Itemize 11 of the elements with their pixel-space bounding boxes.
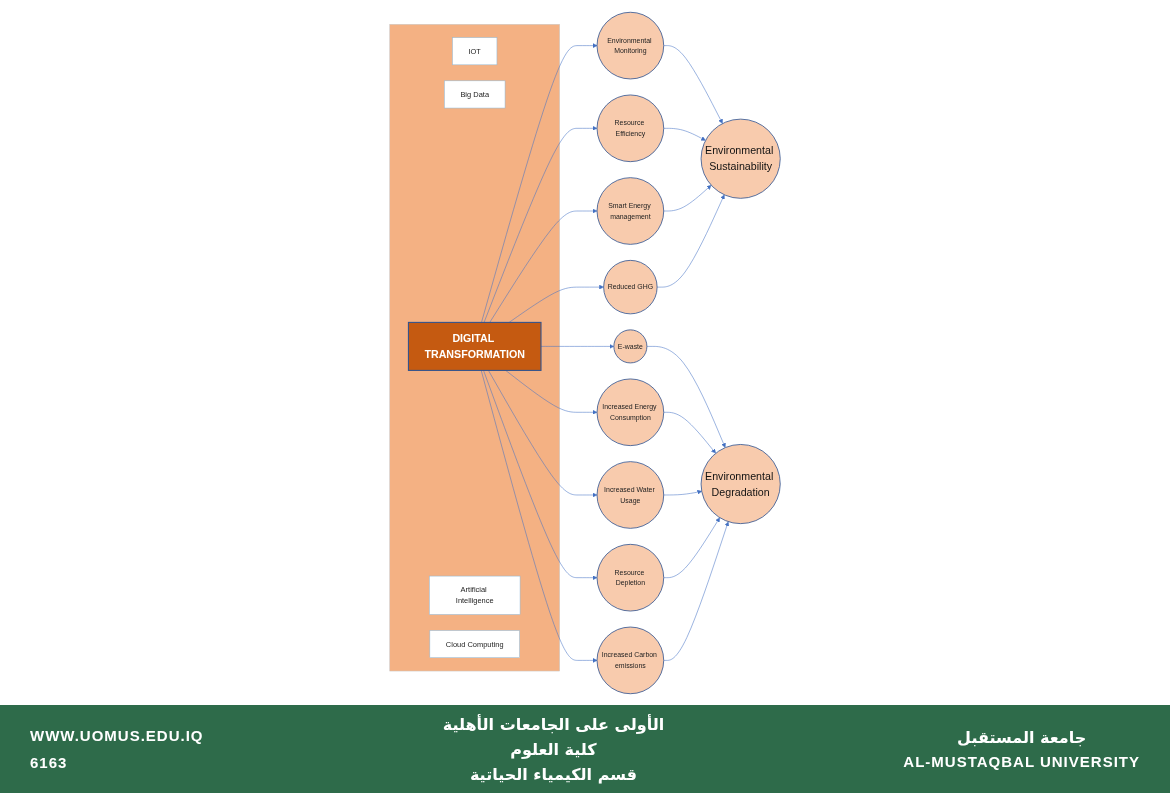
website-address: WWW.UOMUS.EDU.IQ bbox=[30, 727, 204, 744]
node-box: DIGITAL TRANSFORMATION bbox=[407, 321, 542, 371]
node-circle: Environmental Degradation bbox=[700, 444, 781, 525]
university-name: جامعة المستقبل bbox=[957, 728, 1087, 747]
node-circle: Environmental Sustainability bbox=[700, 118, 781, 199]
footer-text: كلية العلوم bbox=[510, 739, 597, 759]
cluster bbox=[389, 24, 560, 672]
phone-number: 6163 bbox=[30, 754, 68, 771]
university-name: AL-MUSTAQBAL UNIVERSITY bbox=[903, 753, 1140, 770]
footer-text: قسم الكيمياء الحياتية bbox=[469, 764, 637, 784]
footer-text: الأولى على الجامعات الأهلية bbox=[442, 714, 665, 734]
